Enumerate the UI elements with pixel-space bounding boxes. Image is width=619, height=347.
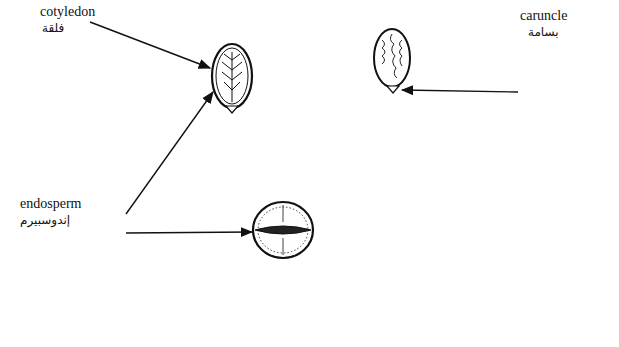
part-label: cotyledon <box>40 4 95 19</box>
seed-cross-section <box>253 202 313 258</box>
part-label-arabic: فلقة <box>42 22 64 35</box>
seed-outer-view <box>374 29 410 93</box>
part-label-arabic: بسامة <box>528 26 559 39</box>
part-label: caruncle <box>520 8 567 23</box>
seed-cotyledon-view <box>212 44 252 113</box>
part-label: endosperm <box>20 196 81 211</box>
leader-arrows <box>90 22 518 233</box>
part-label-arabic: إندوسبيرم <box>20 214 70 227</box>
